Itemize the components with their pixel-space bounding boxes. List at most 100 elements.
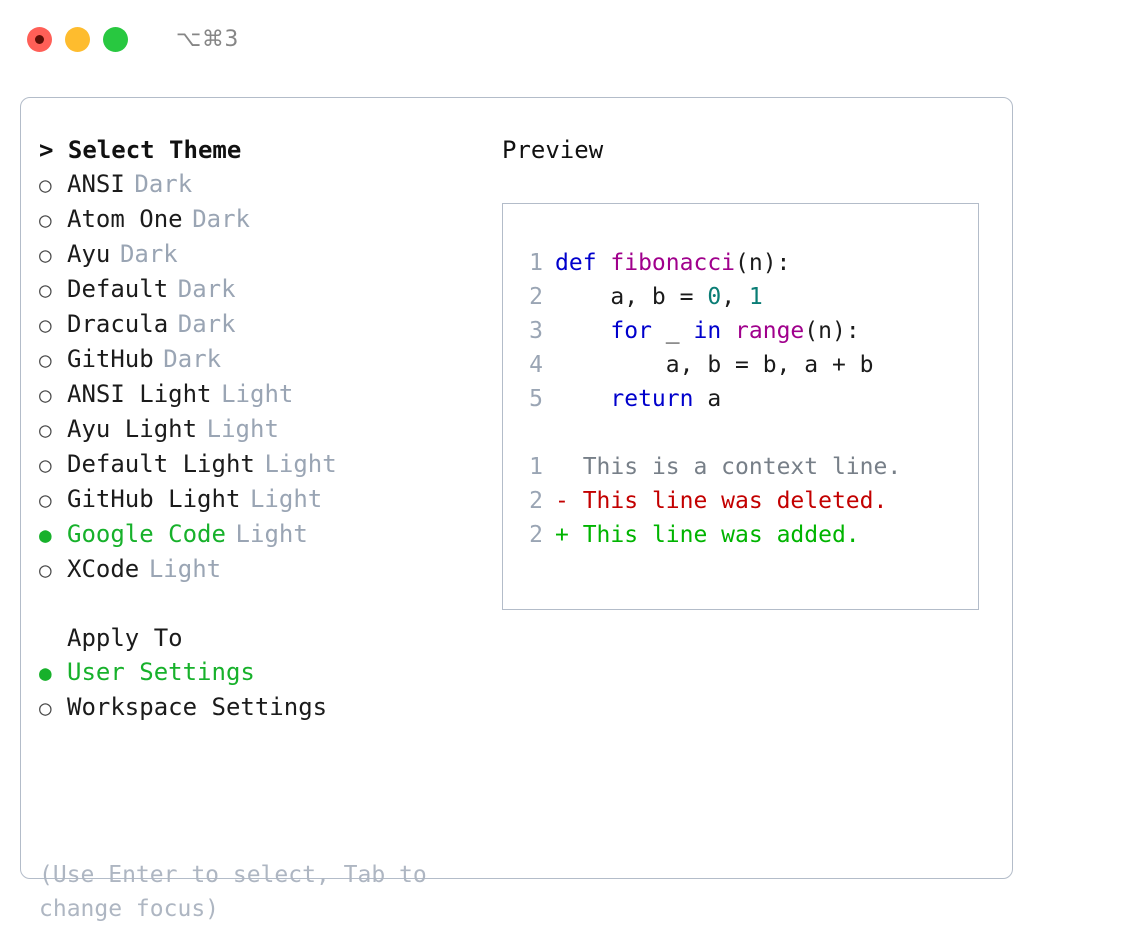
diff-text: This line was deleted. (582, 488, 888, 514)
apply-to-heading: Apply To (67, 624, 183, 652)
diff-text: This is a context line. (582, 454, 902, 480)
theme-variant-tag: Dark (192, 205, 250, 233)
theme-name: Dracula (67, 310, 169, 338)
code-line: 1 def fibonacci(n): (509, 246, 978, 280)
radio-unselected-icon: ○ (39, 453, 52, 477)
preview-heading: Preview (502, 136, 604, 164)
theme-name: XCode (67, 555, 140, 583)
theme-option-ansi-light[interactable]: ○ ANSI Light Light (39, 377, 484, 412)
theme-variant-tag: Dark (177, 275, 236, 303)
code-token-fn: fibonacci (610, 250, 736, 276)
line-number: 2 (529, 522, 543, 548)
theme-variant-tag: Light (264, 450, 337, 478)
theme-option-ayu[interactable]: ○ Ayu Dark (39, 237, 484, 272)
line-number: 2 (529, 488, 543, 514)
code-token-kw: return (610, 386, 694, 412)
code-token-num: 0 (707, 284, 722, 310)
keyboard-hint-text: (Use Enter to select, Tab to change focu… (39, 862, 441, 922)
theme-variant-tag: Light (206, 415, 279, 443)
code-token-num: 1 (748, 284, 763, 310)
code-line: 2 a, b = 0, 1 (509, 280, 978, 314)
code-line: 4 a, b = b, a + b (509, 348, 978, 382)
code-token-txt: (n): (735, 250, 791, 276)
radio-unselected-icon: ○ (39, 348, 52, 372)
theme-variant-tag: Dark (163, 345, 222, 373)
theme-option-ansi[interactable]: ○ ANSI Dark (39, 167, 484, 202)
theme-variant-tag: Light (148, 555, 222, 583)
diff-text: This line was added. (582, 522, 860, 548)
radio-selected-icon: ● (39, 523, 52, 547)
theme-name: Ayu Light (67, 415, 198, 443)
theme-option-default[interactable]: ○ Default Dark (39, 272, 484, 307)
radio-unselected-icon: ○ (39, 383, 52, 407)
minimize-button[interactable] (65, 26, 90, 52)
theme-name: Atom One (67, 205, 183, 233)
code-token-txt (555, 382, 610, 416)
code-token-txt (555, 314, 610, 348)
close-button[interactable] (27, 26, 52, 52)
theme-name: Ayu (67, 240, 111, 268)
theme-option-ayu-light[interactable]: ○ Ayu Light Light (39, 412, 484, 447)
theme-variant-tag: Light (221, 380, 294, 408)
code-token-fn: range (735, 318, 805, 344)
theme-option-default-light[interactable]: ○ Default Light Light (39, 447, 484, 482)
theme-variant-tag: Light (249, 485, 323, 513)
code-line: 3 for _ in range(n): (509, 314, 978, 348)
line-number: 2 (529, 284, 543, 310)
preview-column: Preview (502, 133, 992, 167)
code-token-kw: for (610, 318, 652, 344)
apply-to-list: ●User Settings ○ Workspace Settings (39, 655, 484, 725)
theme-option-dracula[interactable]: ○ Dracula Dark (39, 307, 484, 342)
radio-unselected-icon: ○ (39, 173, 52, 197)
diff-marker: - (555, 488, 583, 514)
code-token-txt: a, b = (555, 284, 708, 310)
line-number: 4 (529, 352, 543, 378)
theme-name: ANSI (67, 170, 125, 198)
line-number: 3 (529, 318, 543, 344)
code-line: 5 return a (509, 382, 978, 416)
code-token-txt: , (721, 284, 749, 310)
title-bar: ⌥⌘3 (0, 0, 1140, 78)
theme-option-atom-one[interactable]: ○ Atom One Dark (39, 202, 484, 237)
radio-unselected-icon: ○ (39, 243, 52, 267)
list-spacer (39, 587, 484, 621)
line-number: 5 (529, 386, 543, 412)
code-token-txt (721, 314, 735, 348)
code-token-txt: a, b = b, a + b (555, 352, 874, 378)
diff-marker (555, 450, 583, 484)
apply-to-option-workspace-settings[interactable]: ○ Workspace Settings (39, 690, 484, 725)
radio-unselected-icon: ○ (39, 313, 52, 337)
code-token-kw: in (693, 318, 722, 344)
theme-variant-tag: Dark (119, 240, 178, 268)
line-number: 1 (529, 250, 543, 276)
radio-unselected-icon: ○ (39, 418, 52, 442)
theme-variant-tag: Light (235, 520, 308, 548)
theme-name: Default (67, 275, 169, 303)
radio-unselected-icon: ○ (39, 208, 52, 232)
theme-name: Default Light (67, 450, 255, 478)
theme-variant-tag: Dark (177, 310, 236, 338)
apply-to-option-user-settings[interactable]: ●User Settings (39, 655, 484, 690)
maximize-button[interactable] (103, 26, 128, 52)
code-token-txt: a (693, 386, 722, 412)
theme-variant-tag: Dark (134, 170, 193, 198)
code-token-kw: def (555, 250, 611, 276)
radio-unselected-icon: ○ (39, 696, 52, 720)
diff-line-add: 2+ This line was added. (509, 518, 978, 552)
radio-unselected-icon: ○ (39, 278, 52, 302)
code-blank-line (509, 416, 978, 450)
theme-name: ANSI Light (67, 380, 212, 408)
code-token-txt: (n): (804, 318, 860, 344)
apply-to-label: Workspace Settings (67, 693, 328, 721)
keyboard-shortcut-label: ⌥⌘3 (176, 26, 239, 52)
